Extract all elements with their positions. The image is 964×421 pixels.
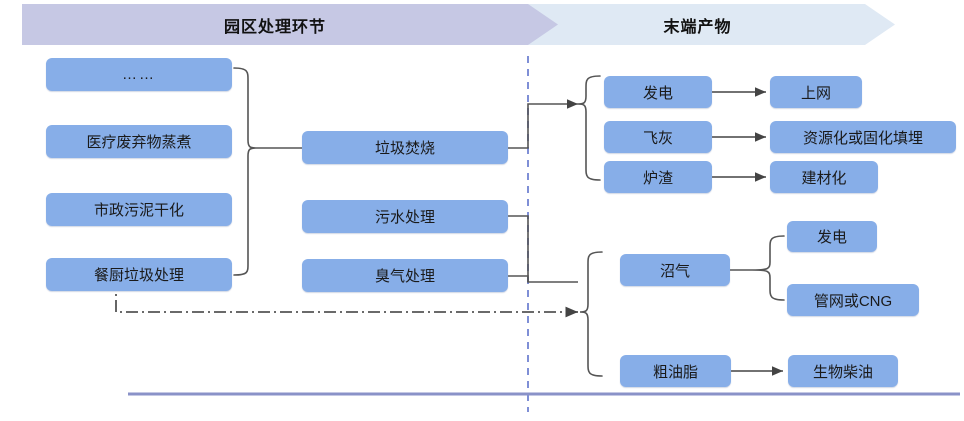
input-node-kitchen-waste[interactable]: 餐厨垃圾处理: [46, 258, 232, 291]
header-banner-process: 园区处理环节: [22, 4, 558, 45]
header-label-process: 园区处理环节: [223, 18, 326, 36]
target-node-building[interactable]: 建材化: [770, 161, 878, 193]
output-label-grease: 粗油脂: [652, 363, 698, 381]
target-label-grid: 上网: [800, 84, 831, 102]
process-node-sewage[interactable]: 污水处理: [302, 200, 508, 233]
output-node-biogas[interactable]: 沼气: [620, 254, 730, 286]
target-node-biodiesel[interactable]: 生物柴油: [788, 355, 898, 387]
header-label-products: 末端产物: [663, 18, 732, 36]
wire-odor-to-junction: [508, 275, 529, 282]
process-node-odor[interactable]: 臭气处理: [302, 259, 508, 292]
target-label-biodiesel: 生物柴油: [812, 363, 873, 381]
process-label-sewage: 污水处理: [374, 209, 435, 226]
target-node-landfill[interactable]: 资源化或固化填埋: [770, 121, 956, 153]
target-label-biogas-cng: 管网或CNG: [813, 292, 893, 310]
input-label-kitchen-waste: 餐厨垃圾处理: [93, 267, 184, 284]
input-label-etc: ……: [122, 66, 156, 83]
brace-incineration-outputs: [577, 75, 601, 181]
process-label-odor: 臭气处理: [374, 268, 435, 285]
output-label-power: 发电: [642, 84, 673, 102]
header-banner-products: 末端产物: [500, 4, 895, 45]
target-node-grid[interactable]: 上网: [770, 76, 862, 108]
wire-sewage-to-junction: [508, 215, 578, 283]
output-node-slag[interactable]: 炉渣: [604, 161, 712, 193]
target-label-biogas-power: 发电: [816, 229, 847, 246]
input-node-etc[interactable]: ……: [46, 58, 232, 91]
brace-anaerobic-outputs: [579, 251, 603, 377]
input-node-medical-waste[interactable]: 医疗废弃物蒸煮: [46, 125, 232, 158]
output-node-flyash[interactable]: 飞灰: [604, 121, 712, 153]
target-label-landfill: 资源化或固化填埋: [802, 129, 923, 147]
output-node-power[interactable]: 发电: [604, 76, 712, 108]
brace-inputs: [233, 67, 257, 276]
output-label-biogas: 沼气: [659, 262, 690, 280]
output-node-grease[interactable]: 粗油脂: [620, 355, 731, 387]
process-node-incineration[interactable]: 垃圾焚烧: [302, 131, 508, 164]
output-label-slag: 炉渣: [642, 169, 673, 187]
input-label-municipal-sludge: 市政污泥干化: [93, 202, 184, 219]
target-node-biogas-power[interactable]: 发电: [787, 221, 877, 252]
target-node-biogas-cng[interactable]: 管网或CNG: [787, 284, 919, 316]
output-label-flyash: 飞灰: [642, 129, 673, 147]
input-node-municipal-sludge[interactable]: 市政污泥干化: [46, 193, 232, 226]
process-label-incineration: 垃圾焚烧: [374, 140, 435, 157]
wire-incineration-to-products: [508, 99, 578, 149]
brace-biogas-outputs: [751, 235, 785, 301]
input-label-medical-waste: 医疗废弃物蒸煮: [86, 134, 192, 151]
target-label-building: 建材化: [801, 169, 847, 187]
